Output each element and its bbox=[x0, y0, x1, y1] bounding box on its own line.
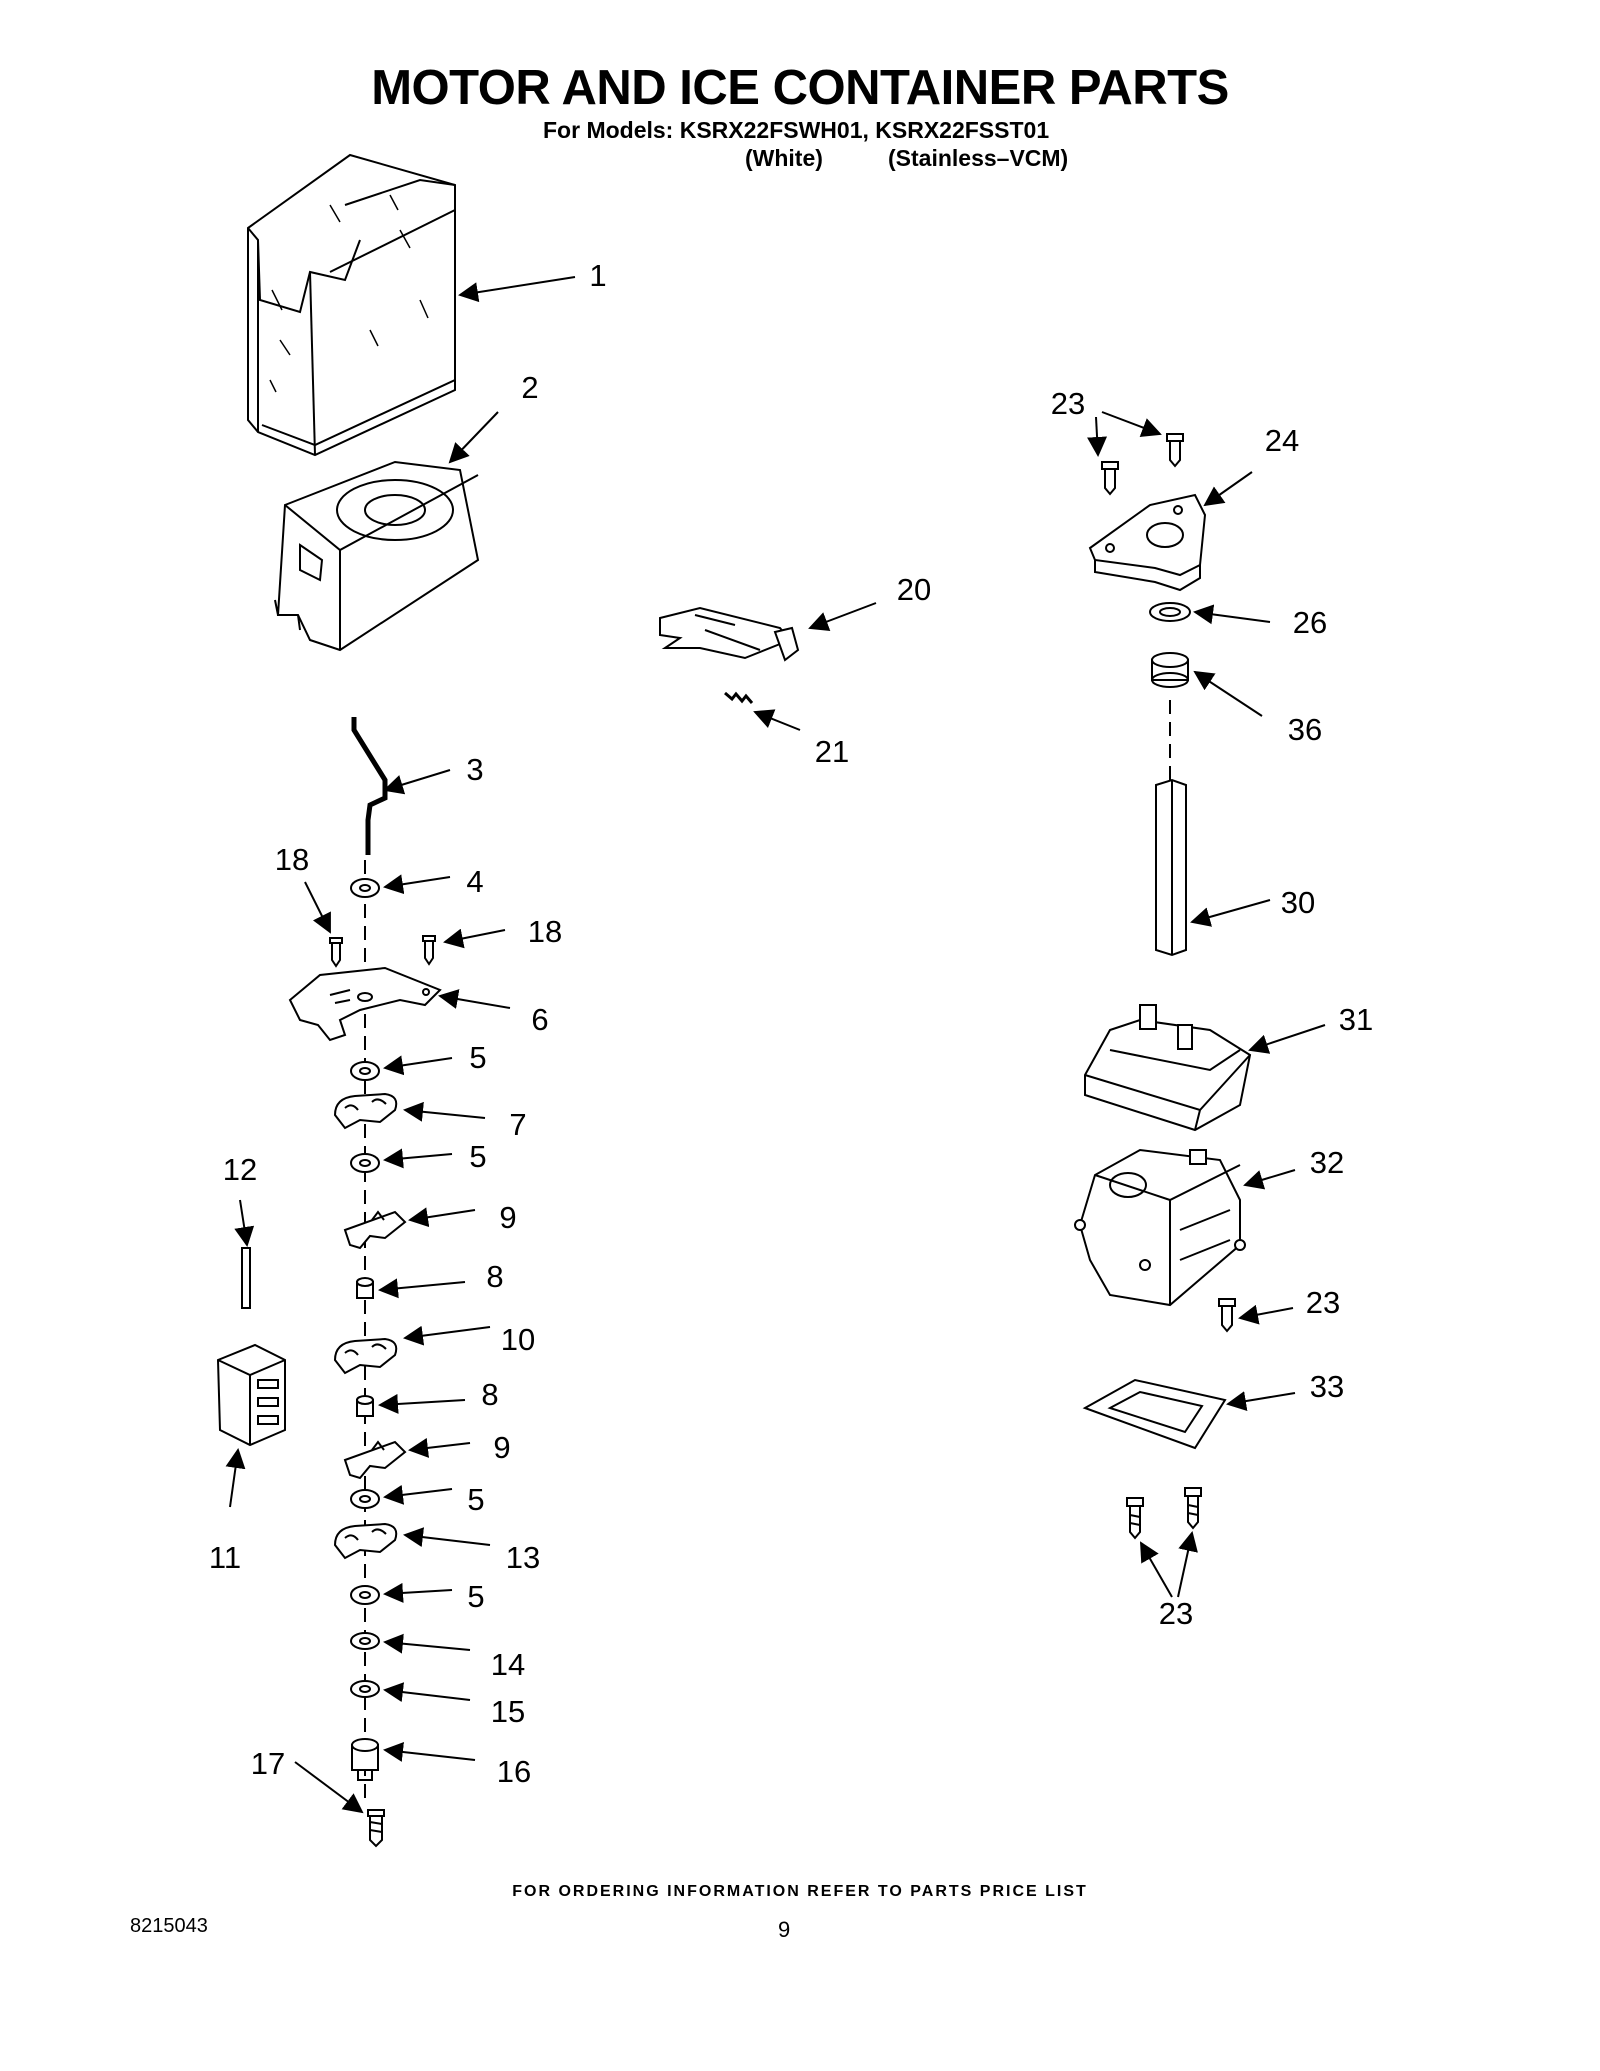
callout-8-b: 8 bbox=[481, 1377, 499, 1412]
callout-36: 36 bbox=[1287, 712, 1323, 747]
part-10-cam bbox=[333, 1337, 398, 1375]
callout-9-a: 9 bbox=[499, 1200, 517, 1235]
part-23-screw-mid bbox=[1218, 1298, 1236, 1333]
callout-11: 11 bbox=[208, 1540, 242, 1575]
part-7-cam bbox=[333, 1092, 398, 1130]
part-6-bracket bbox=[288, 966, 442, 1042]
callout-15: 15 bbox=[490, 1694, 526, 1729]
callout-8-a: 8 bbox=[486, 1259, 504, 1294]
callout-2: 2 bbox=[521, 370, 539, 405]
part-11-block bbox=[216, 1343, 286, 1447]
part-9-arm-lower bbox=[343, 1440, 407, 1480]
document-number: 8215043 bbox=[130, 1915, 208, 1937]
callout-1: 1 bbox=[589, 258, 607, 293]
callout-3: 3 bbox=[466, 752, 484, 787]
callout-20: 20 bbox=[896, 572, 932, 607]
part-36-bushing bbox=[1151, 652, 1189, 688]
page-number: 9 bbox=[778, 1917, 791, 1942]
callout-17: 17 bbox=[250, 1746, 286, 1781]
callout-5-a: 5 bbox=[469, 1040, 487, 1075]
leader-arrows bbox=[225, 276, 1326, 1814]
callout-18-right: 18 bbox=[527, 914, 563, 949]
callout-6: 6 bbox=[531, 1002, 549, 1037]
part-21-spring bbox=[724, 691, 754, 704]
part-18-screws bbox=[329, 935, 436, 968]
callout-5-d: 5 bbox=[467, 1579, 485, 1614]
part-31-motor-cover bbox=[1084, 1004, 1252, 1132]
callout-18-left: 18 bbox=[274, 842, 310, 877]
part-16-coupler bbox=[351, 1738, 379, 1781]
part-23-screws-top bbox=[1101, 433, 1184, 496]
callout-31: 31 bbox=[1338, 1002, 1374, 1037]
models-line: For Models: KSRX22FSWH01, KSRX22FSST01 bbox=[543, 117, 1050, 143]
callout-26: 26 bbox=[1292, 605, 1328, 640]
part-33-gasket bbox=[1082, 1378, 1227, 1450]
callout-16: 16 bbox=[496, 1754, 532, 1789]
part-26-washer bbox=[1149, 602, 1191, 622]
callout-5-c: 5 bbox=[467, 1482, 485, 1517]
part-30-shaft bbox=[1155, 778, 1187, 957]
callout-5-b: 5 bbox=[469, 1139, 487, 1174]
callout-12: 12 bbox=[222, 1152, 258, 1187]
part-13-cam bbox=[333, 1522, 398, 1560]
part-20-lever bbox=[659, 606, 800, 662]
callout-4: 4 bbox=[466, 864, 484, 899]
washers-left-stack bbox=[350, 878, 380, 1698]
callout-23-top: 23 bbox=[1050, 386, 1086, 421]
part-17-screw bbox=[367, 1809, 385, 1848]
variant-stainless: (Stainless–VCM) bbox=[888, 145, 1069, 171]
part-12-pin bbox=[241, 1247, 251, 1309]
part-2-bin-base bbox=[274, 460, 480, 652]
part-1-ice-container bbox=[247, 153, 456, 457]
callout-9-b: 9 bbox=[493, 1430, 511, 1465]
callout-30: 30 bbox=[1280, 885, 1316, 920]
callout-13: 13 bbox=[505, 1540, 541, 1575]
part-3-rod bbox=[351, 717, 388, 855]
part-23-screws-bottom bbox=[1126, 1487, 1202, 1540]
page-title: MOTOR AND ICE CONTAINER PARTS bbox=[371, 61, 1229, 115]
part-8-bushings bbox=[356, 1277, 374, 1417]
part-9-arm-upper bbox=[343, 1210, 407, 1250]
callout-23-bottom: 23 bbox=[1158, 1596, 1194, 1631]
callout-33: 33 bbox=[1309, 1369, 1345, 1404]
part-32-motor bbox=[1074, 1148, 1246, 1307]
callout-24: 24 bbox=[1264, 423, 1300, 458]
callout-23-mid: 23 bbox=[1305, 1285, 1341, 1320]
callout-14: 14 bbox=[490, 1647, 526, 1682]
callout-10: 10 bbox=[500, 1322, 536, 1357]
variant-white: (White) bbox=[745, 145, 823, 171]
part-24-plate bbox=[1088, 493, 1207, 592]
ordering-note: FOR ORDERING INFORMATION REFER TO PARTS … bbox=[512, 1883, 1088, 1900]
callout-32: 32 bbox=[1309, 1145, 1345, 1180]
callout-7: 7 bbox=[509, 1107, 527, 1142]
callout-21: 21 bbox=[814, 734, 850, 769]
